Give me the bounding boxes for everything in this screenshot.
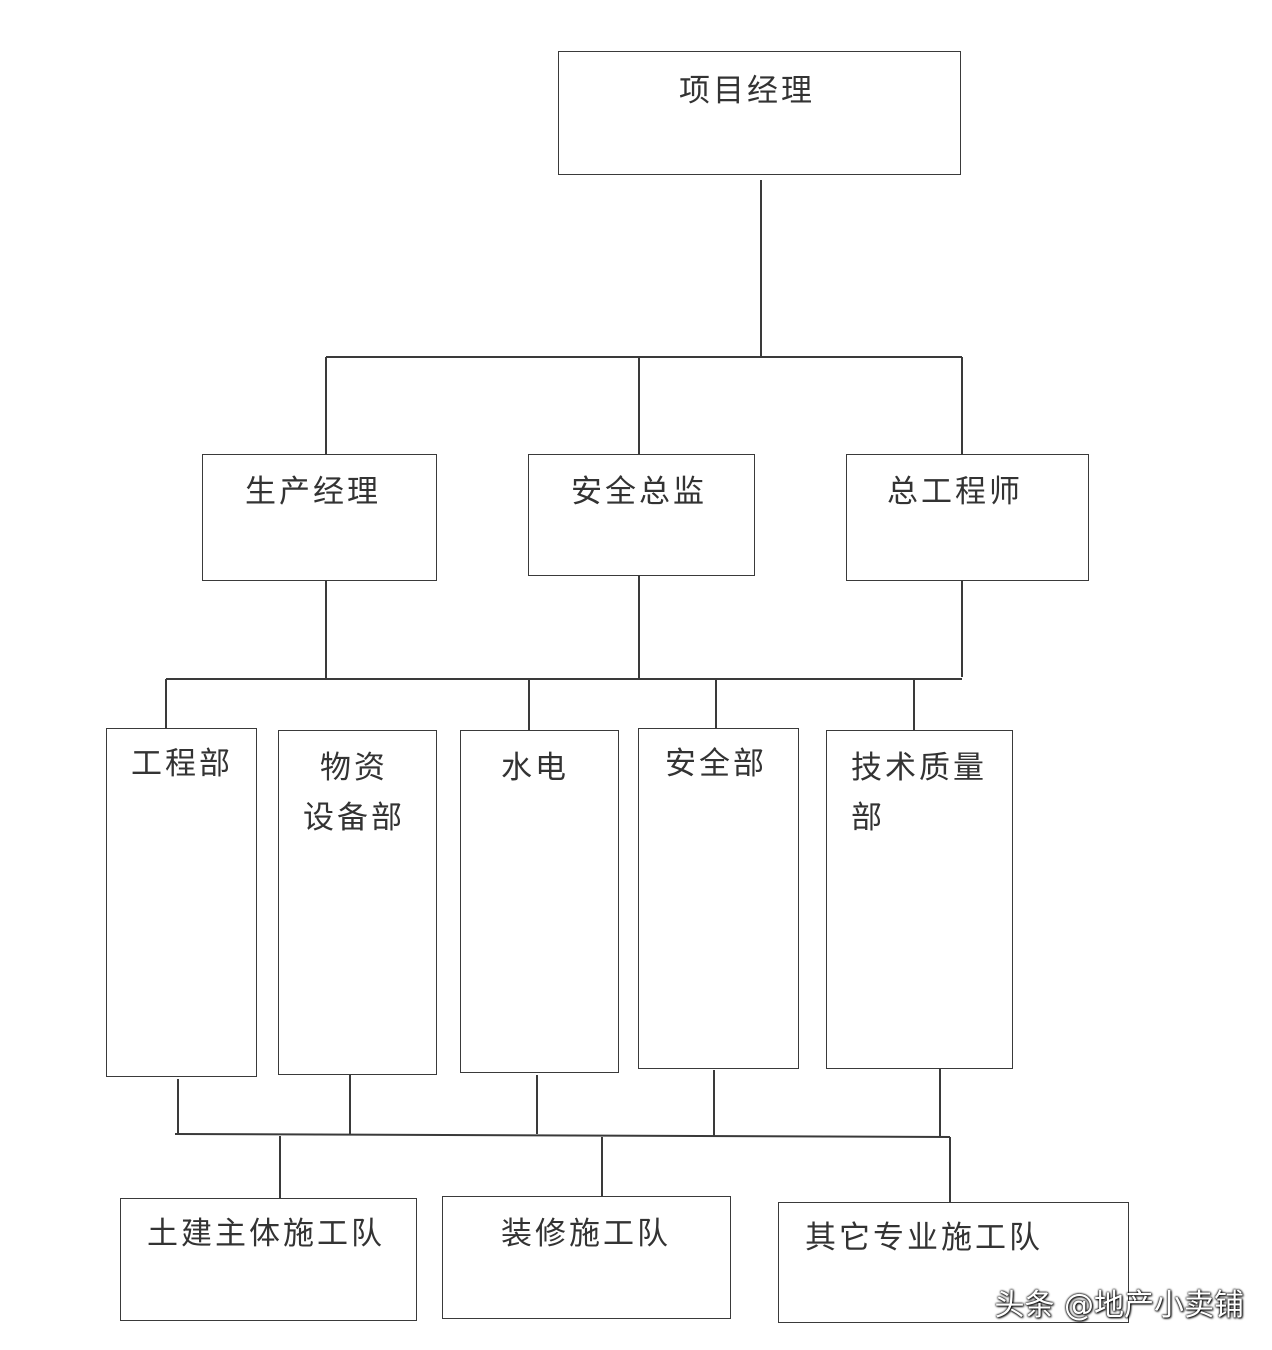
label-chief-engineer: 总工程师	[887, 474, 1023, 510]
label-project-manager: 项目经理	[679, 73, 815, 109]
label-production-manager: 生产经理	[245, 474, 381, 510]
label-tech-quality-dept: 技术质量 部	[851, 750, 987, 836]
label-civil-team: 土建主体施工队	[147, 1216, 385, 1252]
label-engineering-dept: 工程部	[131, 746, 233, 782]
node-safety-director: 安全总监	[528, 454, 755, 576]
node-materials-dept: 物资 设备部	[278, 730, 437, 1075]
label-safety-director: 安全总监	[571, 474, 707, 510]
label-decoration-team: 装修施工队	[501, 1216, 671, 1252]
label-materials-dept: 物资 设备部	[303, 750, 405, 836]
node-safety-dept: 安全部	[638, 728, 799, 1069]
label-safety-dept: 安全部	[665, 746, 767, 782]
node-project-manager: 项目经理	[558, 51, 961, 175]
label-other-team: 其它专业施工队	[805, 1220, 1043, 1256]
connector-level3-bus	[174, 1133, 951, 1138]
node-decoration-team: 装修施工队	[442, 1196, 731, 1319]
node-production-manager: 生产经理	[202, 454, 437, 581]
node-chief-engineer: 总工程师	[846, 454, 1089, 581]
node-other-team: 其它专业施工队	[778, 1202, 1129, 1323]
node-tech-quality-dept: 技术质量 部	[826, 730, 1013, 1069]
node-water-electric: 水电	[460, 730, 619, 1073]
node-engineering-dept: 工程部	[106, 728, 257, 1077]
watermark: 头条 @地产小卖铺	[994, 1288, 1244, 1323]
label-water-electric: 水电	[501, 750, 569, 786]
node-civil-team: 土建主体施工队	[120, 1198, 417, 1321]
